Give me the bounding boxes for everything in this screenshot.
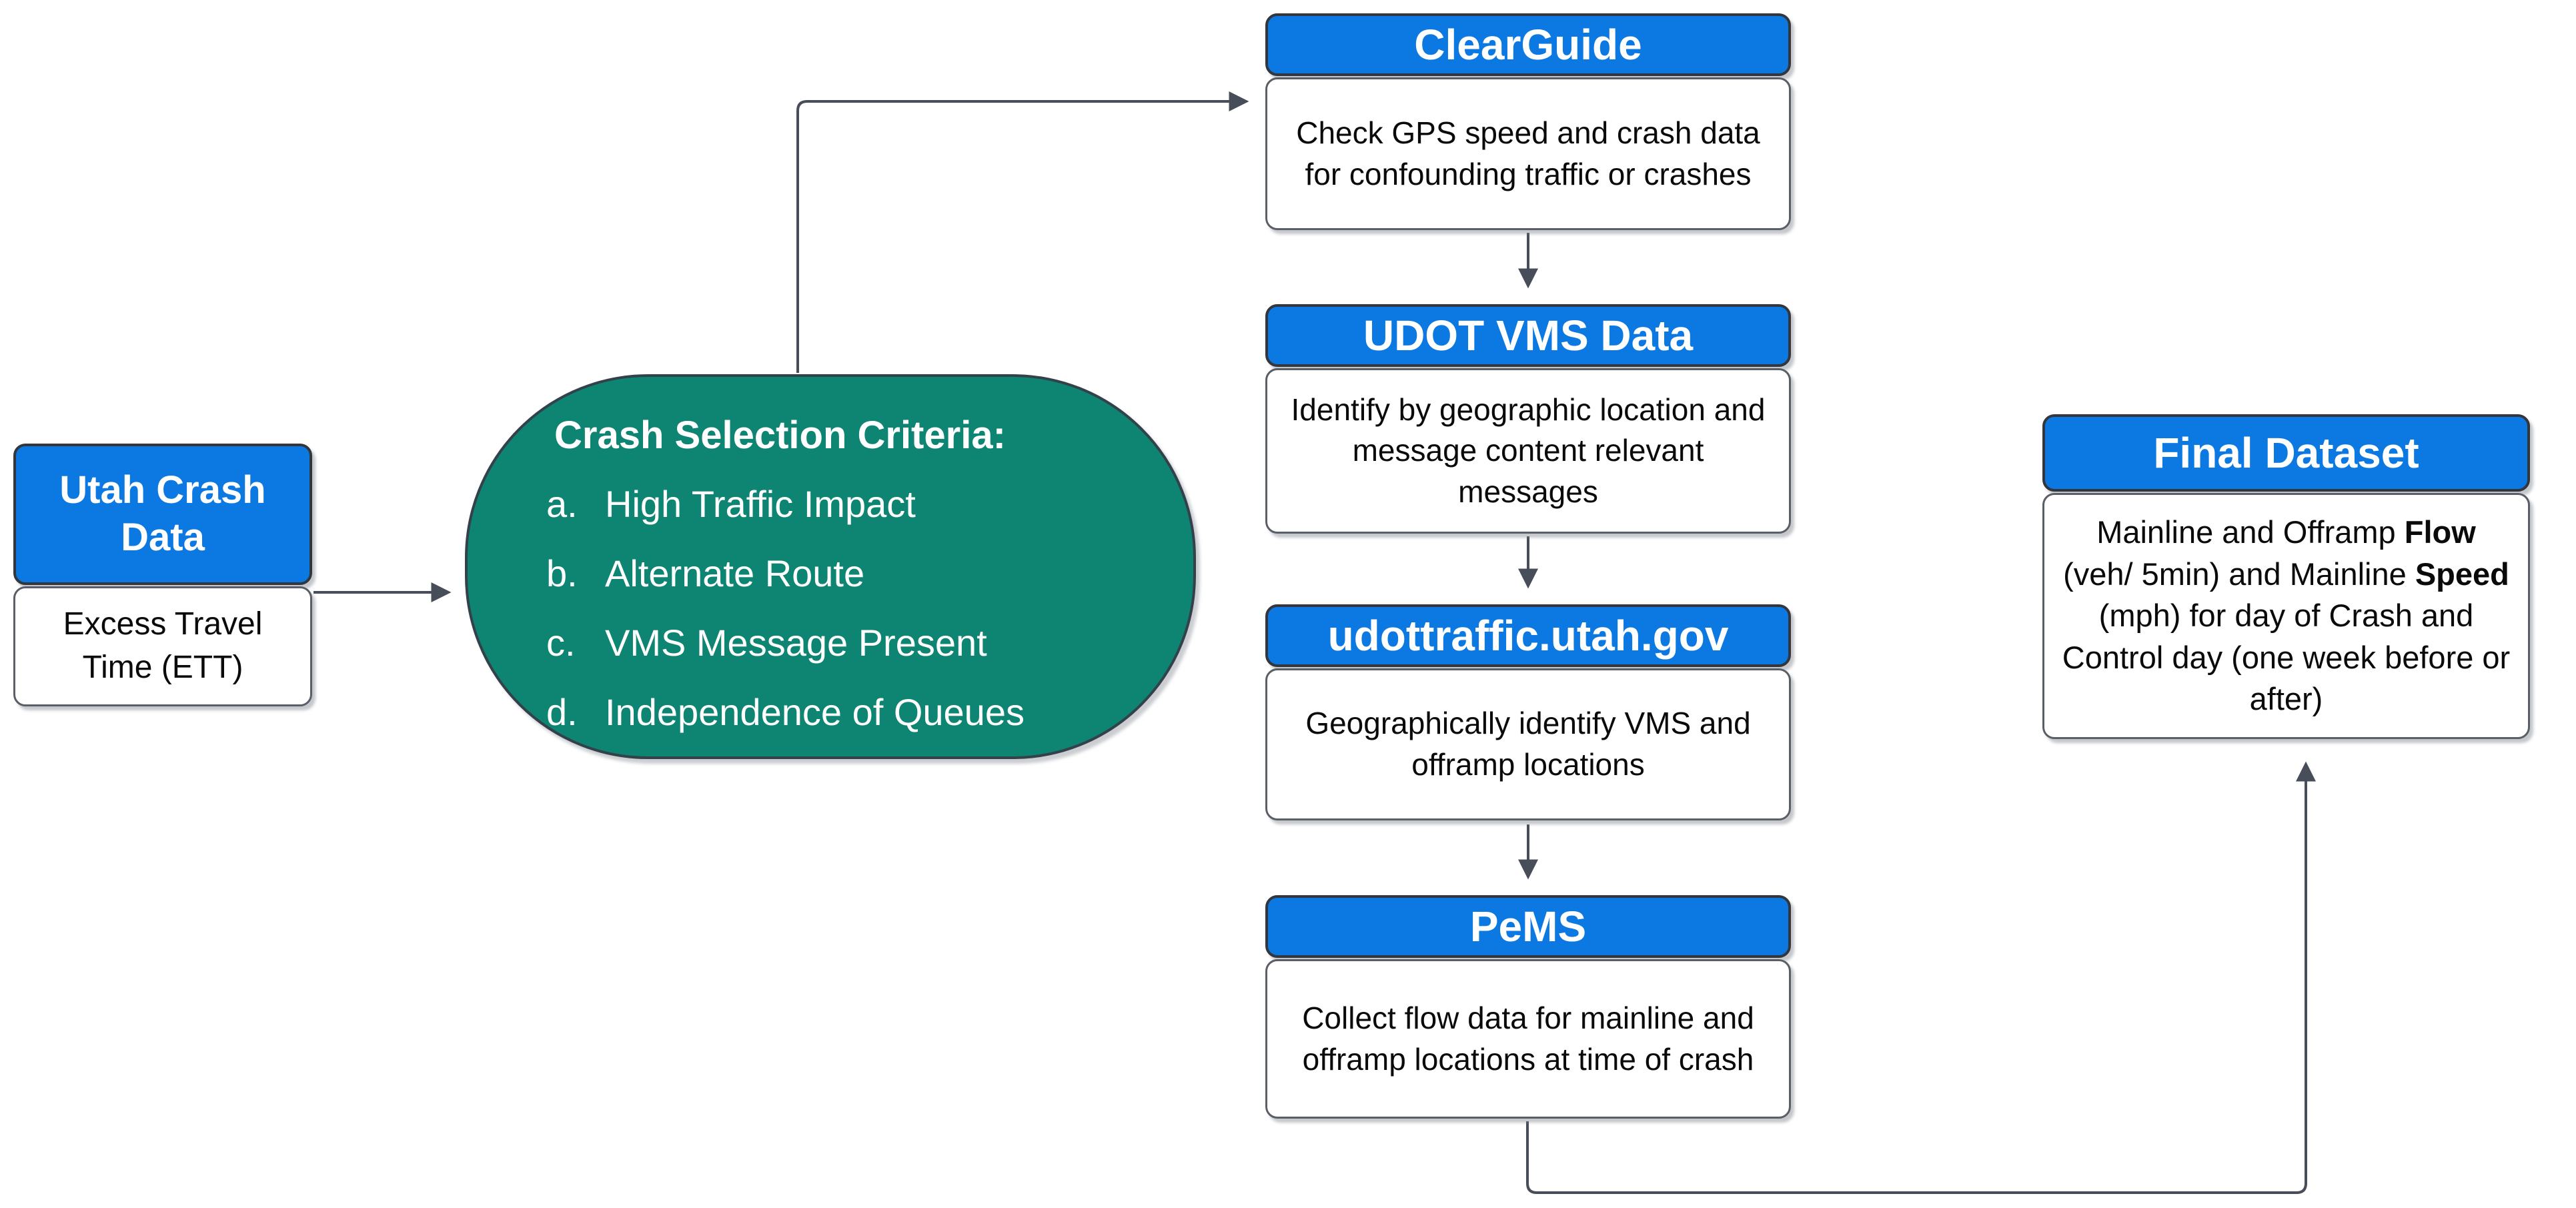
criteria-title: Crash Selection Criteria: [554, 414, 1006, 457]
udot-vms-title: UDOT VMS Data [1363, 311, 1694, 360]
node-final-dataset: Final Dataset Mainline and Offramp Flow … [2042, 414, 2530, 739]
criteria-marker-c: c. [546, 621, 576, 664]
node-utah-crash-data: Utah Crash Data Excess Travel Time (ETT) [13, 444, 312, 706]
criteria-label-d: Independence of Queues [605, 690, 1025, 733]
udot-vms-header: UDOT VMS Data [1265, 304, 1791, 367]
udot-vms-text: Identify by geographic location and mess… [1291, 392, 1766, 509]
utah-crash-data-header: Utah Crash Data [13, 444, 312, 585]
pems-text: Collect flow data for mainline and offra… [1302, 1000, 1754, 1077]
udottraffic-title: udottraffic.utah.gov [1327, 611, 1729, 660]
node-udot-vms-data: UDOT VMS Data Identify by geographic loc… [1265, 304, 1791, 534]
criteria-label-c: VMS Message Present [605, 621, 987, 664]
clearguide-title: ClearGuide [1414, 20, 1642, 69]
pems-body: Collect flow data for mainline and offra… [1265, 959, 1791, 1119]
clearguide-text: Check GPS speed and crash data for confo… [1296, 115, 1760, 191]
node-udottraffic: udottraffic.utah.gov Geographically iden… [1265, 604, 1791, 820]
criteria-label-a: High Traffic Impact [605, 482, 916, 525]
final-dataset-title: Final Dataset [2153, 428, 2419, 477]
criteria-item-b: b. Alternate Route [546, 539, 1167, 608]
criteria-label-b: Alternate Route [605, 552, 865, 594]
udottraffic-text: Geographically identify VMS and offramp … [1305, 706, 1751, 782]
clearguide-header: ClearGuide [1265, 13, 1791, 76]
udottraffic-header: udottraffic.utah.gov [1265, 604, 1791, 667]
utah-crash-data-text: Excess Travel Time (ETT) [63, 606, 263, 685]
criteria-item-c: c. VMS Message Present [546, 608, 1167, 678]
node-crash-selection-criteria: Crash Selection Criteria: a. High Traffi… [465, 374, 1196, 759]
node-pems: PeMS Collect flow data for mainline and … [1265, 895, 1791, 1119]
udottraffic-body: Geographically identify VMS and offramp … [1265, 668, 1791, 820]
utah-crash-data-title: Utah Crash Data [59, 468, 266, 559]
node-clearguide: ClearGuide Check GPS speed and crash dat… [1265, 13, 1791, 230]
criteria-item-d: d. Independence of Queues [546, 678, 1167, 747]
final-dataset-body: Mainline and Offramp Flow (veh/ 5min) an… [2042, 493, 2530, 739]
udot-vms-body: Identify by geographic location and mess… [1265, 368, 1791, 534]
criteria-marker-d: d. [546, 690, 578, 733]
final-dataset-text: Mainline and Offramp Flow (veh/ 5min) an… [2062, 514, 2511, 717]
utah-crash-data-body: Excess Travel Time (ETT) [13, 586, 312, 706]
pems-header: PeMS [1265, 895, 1791, 958]
criteria-item-a: a. High Traffic Impact [546, 470, 1167, 539]
clearguide-body: Check GPS speed and crash data for confo… [1265, 77, 1791, 230]
connector-criteria-to-clearguide [796, 91, 1249, 373]
criteria-marker-b: b. [546, 552, 578, 594]
criteria-marker-a: a. [546, 482, 578, 525]
pems-title: PeMS [1469, 902, 1587, 951]
final-dataset-header: Final Dataset [2042, 414, 2530, 492]
